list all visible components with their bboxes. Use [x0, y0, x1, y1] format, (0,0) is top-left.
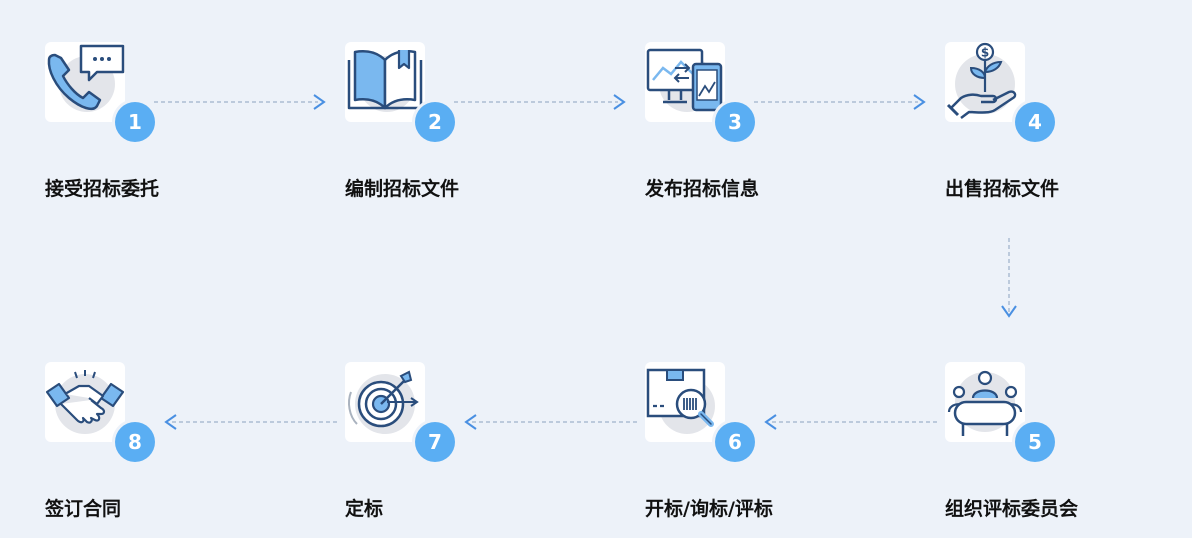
connector-arrow-7-8 — [164, 414, 338, 430]
step-4-label: 出售招标文件 — [945, 178, 1060, 200]
step-3-icon-card — [645, 42, 725, 122]
monitor-phone-icon — [646, 48, 723, 112]
step-6-icon-card — [645, 362, 725, 442]
step-1-label: 接受招标委托 — [45, 178, 160, 200]
step-6-label: 开标/询标/评标 — [645, 498, 773, 520]
step-7-label: 定标 — [345, 498, 384, 520]
step-2-icon-card — [345, 42, 425, 122]
step-5-badge: 5 — [1015, 422, 1055, 462]
step-2-label: 编制招标文件 — [345, 178, 460, 200]
open-book-icon — [347, 50, 423, 112]
step-6-badge: 6 — [715, 422, 755, 462]
step-1-icon-card — [45, 42, 125, 122]
meeting-table-icon — [947, 370, 1023, 436]
step-8-icon-card — [45, 362, 125, 442]
step-4-badge: 4 — [1015, 102, 1055, 142]
step-7-badge: 7 — [415, 422, 455, 462]
svg-text:$: $ — [981, 46, 989, 60]
hand-money-plant-icon: $ — [946, 42, 1017, 119]
step-5-icon-card — [945, 362, 1025, 442]
connector-arrow-6-7 — [464, 414, 638, 430]
connector-arrow-2-3 — [454, 94, 626, 110]
step-5-label: 组织评标委员会 — [945, 498, 1079, 520]
step-1-badge: 1 — [115, 102, 155, 142]
connector-arrow-5-6 — [764, 414, 938, 430]
step-7-icon-card — [345, 362, 425, 442]
handshake-icon — [45, 370, 125, 434]
connector-arrow-4-5 — [1001, 238, 1017, 318]
step-2-badge: 2 — [415, 102, 455, 142]
target-arrow-icon — [348, 370, 419, 434]
step-3-label: 发布招标信息 — [645, 178, 760, 200]
phone-chat-icon — [47, 44, 125, 112]
connector-arrow-1-2 — [154, 94, 326, 110]
package-magnifier-icon — [646, 368, 715, 434]
step-4-icon-card: $ — [945, 42, 1025, 122]
step-8-label: 签订合同 — [45, 498, 122, 520]
step-8-badge: 8 — [115, 422, 155, 462]
step-3-badge: 3 — [715, 102, 755, 142]
connector-arrow-3-4 — [754, 94, 926, 110]
